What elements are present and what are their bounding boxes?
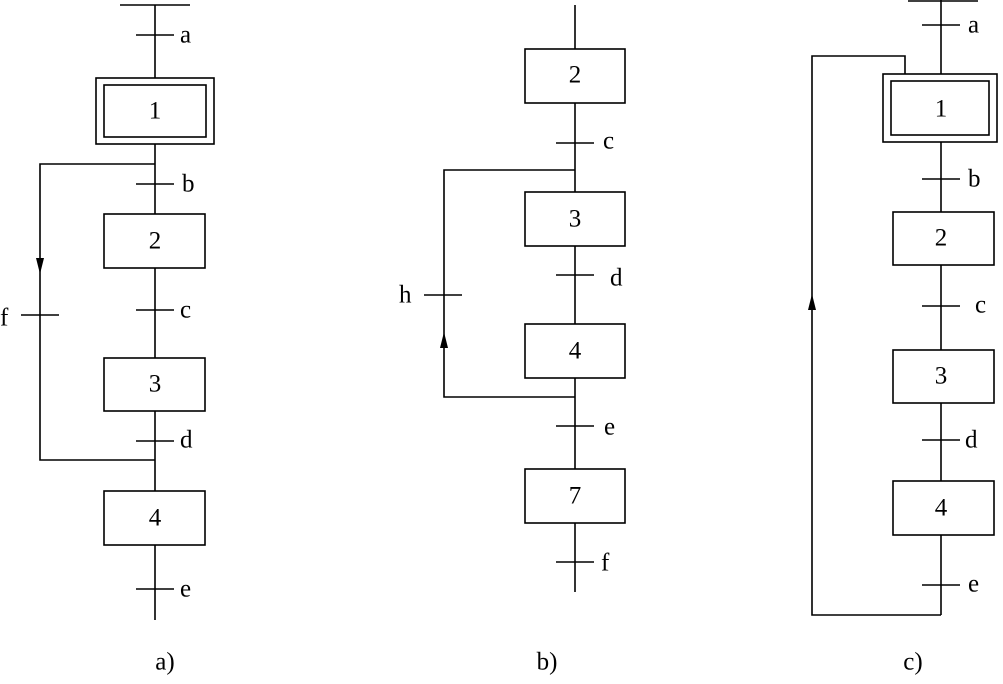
c-transition-a-label: a <box>968 12 979 39</box>
c-step-4-label: 4 <box>935 495 948 522</box>
a-step-2 <box>103 213 206 269</box>
c-step-2-label: 2 <box>935 225 948 252</box>
diagram-b: 2 3 4 7 c d e f h b) <box>399 5 626 676</box>
a-step-1-inner <box>103 84 207 138</box>
a-step-3-label: 3 <box>149 371 162 398</box>
b-transition-h-label: h <box>399 282 412 309</box>
diagram-a: 1 2 3 4 a b c d e f a) <box>0 4 215 676</box>
b-step-2-label: 2 <box>569 62 582 89</box>
a-step-4-label: 4 <box>149 505 162 532</box>
c-transition-c-label: c <box>975 292 986 319</box>
c-transition-d-label: d <box>965 427 978 454</box>
c-transition-b-label: b <box>968 166 981 193</box>
c-step-3 <box>892 349 995 404</box>
b-step-3-label: 3 <box>569 206 582 233</box>
a-transition-c-label: c <box>180 297 191 324</box>
b-transition-f-label: f <box>601 550 610 577</box>
c-transition-e-label: e <box>968 571 979 598</box>
b-caption: b) <box>537 649 558 676</box>
diagram-c: 1 2 3 4 a b c d e c) <box>808 0 998 676</box>
c-caption: c) <box>903 649 922 676</box>
b-step-4-label: 4 <box>569 338 582 365</box>
c-step-1-inner <box>890 80 990 136</box>
a-transition-a-label: a <box>180 22 191 49</box>
a-transition-d-label: d <box>180 427 193 454</box>
b-step-3 <box>524 191 626 247</box>
b-loop-branch-line <box>443 169 575 398</box>
b-step-4 <box>524 323 626 379</box>
c-loop-branch-line <box>811 55 941 616</box>
b-step-7 <box>524 468 626 524</box>
c-step-4 <box>892 480 995 536</box>
a-caption: a) <box>155 649 174 676</box>
b-transition-d-label: d <box>610 265 623 292</box>
a-step-4 <box>103 490 206 546</box>
c-step-3-label: 3 <box>935 363 948 390</box>
a-step-3 <box>103 357 206 412</box>
a-skip-branch-line <box>39 163 155 461</box>
b-transition-c-label: c <box>603 128 614 155</box>
a-transition-f-label: f <box>0 305 9 332</box>
c-step-1-label: 1 <box>935 96 948 123</box>
a-step-1-label: 1 <box>149 98 162 125</box>
c-step-2 <box>892 211 995 266</box>
c-branch-arrow-up <box>808 294 816 310</box>
a-step-2-label: 2 <box>149 228 162 255</box>
a-branch-arrow-down <box>36 258 44 274</box>
b-step-7-label: 7 <box>569 483 582 510</box>
b-step-2 <box>524 48 626 104</box>
b-branch-arrow-up <box>440 332 448 348</box>
a-transition-b-label: b <box>182 171 195 198</box>
b-transition-e-label: e <box>604 414 615 441</box>
a-transition-e-label: e <box>180 576 191 603</box>
